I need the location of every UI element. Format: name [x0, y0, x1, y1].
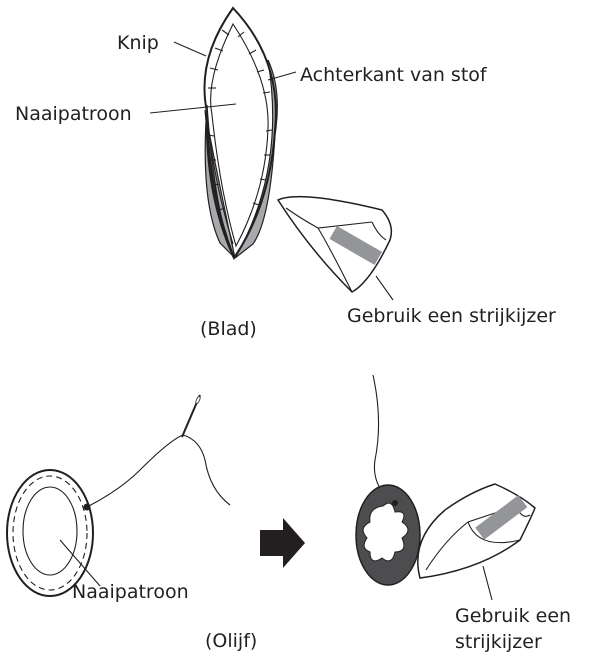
olive-gathered-illustration — [356, 375, 420, 585]
label-cut: Knip — [117, 32, 159, 54]
leader-cut — [174, 42, 206, 56]
olive-outer — [7, 470, 93, 596]
olive-knot-dot — [392, 500, 398, 506]
label-pattern-olive: Naaipatroon — [72, 581, 189, 603]
olive-sewing-illustration — [7, 395, 230, 596]
label-pattern-leaf: Naaipatroon — [15, 103, 132, 125]
thread — [87, 435, 230, 507]
label-use-iron-bottom-line2: strijkijzer — [455, 631, 542, 653]
leaf-illustration — [204, 8, 277, 258]
olive-stitch-line — [13, 476, 87, 590]
olive-pattern-outline — [23, 487, 77, 575]
label-use-iron-bottom-line1: Gebruik een — [455, 605, 571, 627]
hanging-thread — [373, 375, 385, 495]
leader-pattern — [150, 104, 236, 113]
iron-top — [278, 197, 391, 292]
arrow-right-icon — [260, 518, 305, 568]
caption-olive: (Olijf) — [205, 630, 257, 652]
iron-bottom — [418, 484, 535, 578]
leader-iron-top — [376, 276, 393, 300]
leader-iron-bottom — [483, 566, 492, 600]
label-back-of-fabric: Achterkant van stof — [300, 64, 488, 86]
caption-leaf: (Blad) — [200, 318, 257, 340]
label-use-iron-top: Gebruik een strijkijzer — [347, 305, 556, 327]
iron-top-body — [278, 197, 391, 292]
